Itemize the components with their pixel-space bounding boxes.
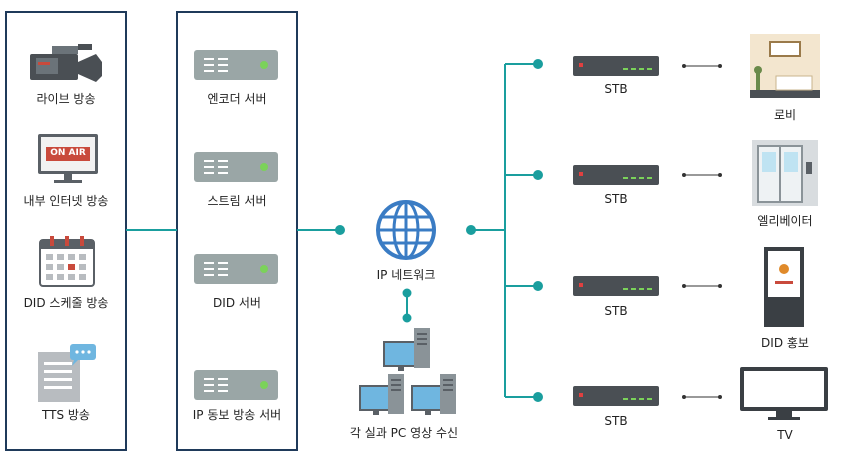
server-icon bbox=[194, 370, 278, 400]
tv-icon bbox=[740, 367, 828, 420]
stb-device bbox=[573, 386, 659, 406]
dest-label-lobby: 로비 bbox=[773, 108, 797, 122]
stb-device bbox=[573, 276, 659, 296]
server-label-encoder: 엔코더 서버 bbox=[207, 92, 267, 106]
lobby-icon bbox=[750, 34, 820, 98]
stb-device bbox=[573, 56, 659, 76]
room-pcs-label: 각 실과 PC 영상 수신 bbox=[349, 426, 459, 440]
server-icon bbox=[194, 254, 278, 284]
source-label-internal: 내부 인터넷 방송 bbox=[23, 194, 109, 208]
stb-device bbox=[573, 165, 659, 185]
computers-icon bbox=[359, 328, 456, 415]
kiosk-icon bbox=[764, 247, 804, 327]
video-camera-icon bbox=[30, 44, 102, 82]
on-air-badge: ON AIR bbox=[50, 148, 86, 158]
server-icon bbox=[194, 152, 278, 182]
elevator-icon bbox=[752, 140, 818, 206]
source-label-did: DID 스케줄 방송 bbox=[23, 296, 109, 310]
dest-label-tv: TV bbox=[777, 428, 793, 442]
stb-label: STB bbox=[604, 414, 628, 428]
connectors bbox=[126, 59, 543, 402]
dest-label-elevator: 엘리베이터 bbox=[757, 214, 813, 228]
stb-label: STB bbox=[604, 304, 628, 318]
source-label-tts: TTS 방송 bbox=[42, 408, 90, 422]
document-speech-icon bbox=[38, 344, 96, 402]
source-label-live: 라이브 방송 bbox=[36, 92, 96, 106]
globe-icon bbox=[376, 200, 436, 260]
server-label-ip: IP 동보 방송 서버 bbox=[192, 408, 282, 422]
network-label: IP 네트워크 bbox=[376, 268, 436, 282]
stb-links bbox=[682, 64, 722, 399]
stb-label: STB bbox=[604, 192, 628, 206]
dest-label-did: DID 홍보 bbox=[761, 336, 809, 350]
server-icon bbox=[194, 50, 278, 80]
stb-label: STB bbox=[604, 82, 628, 96]
calendar-icon bbox=[39, 236, 95, 287]
server-label-did: DID 서버 bbox=[213, 296, 261, 310]
monitor-icon bbox=[38, 134, 98, 183]
server-label-stream: 스트림 서버 bbox=[207, 194, 267, 208]
